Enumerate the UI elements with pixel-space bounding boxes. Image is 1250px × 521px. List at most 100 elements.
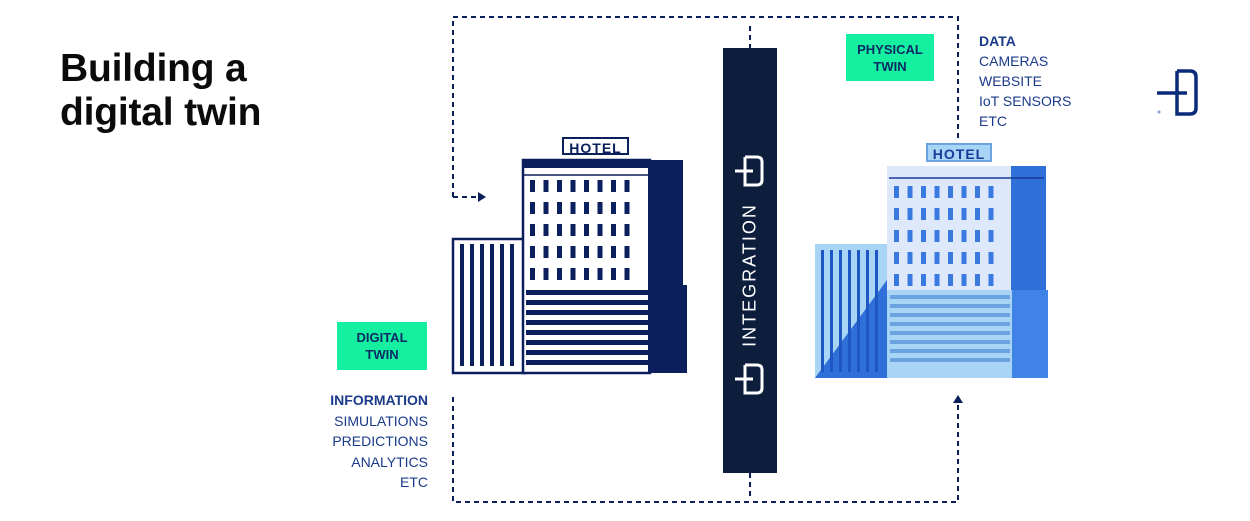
window (934, 186, 940, 198)
window (975, 208, 980, 220)
window (611, 224, 616, 236)
window (894, 208, 899, 220)
window (948, 230, 953, 242)
window (543, 202, 549, 214)
dashed-connector (452, 16, 959, 503)
window (530, 268, 535, 280)
window (907, 274, 913, 286)
integration-label: INTEGRATION (739, 203, 760, 347)
window (975, 186, 980, 198)
window (557, 224, 562, 236)
physical-twin-tag: PHYSICAL TWIN (846, 34, 934, 81)
hotel-sign-digital: HOTEL (562, 137, 629, 156)
window (543, 224, 549, 236)
window (584, 202, 589, 214)
information-heading: INFORMATION (330, 392, 428, 408)
data-item: ETC (979, 113, 1007, 129)
window (570, 224, 576, 236)
window (557, 180, 562, 192)
window (584, 180, 589, 192)
window (948, 274, 953, 286)
window (624, 224, 630, 236)
window (961, 186, 967, 198)
window (988, 230, 994, 242)
information-list: INFORMATION SIMULATIONS PREDICTIONS ANAL… (330, 390, 428, 493)
integration-logo-icon-bottom (735, 363, 764, 395)
window (988, 252, 994, 264)
window (894, 186, 899, 198)
page-title: Building a digital twin (60, 47, 261, 135)
window (570, 246, 576, 258)
physical-twin-tag-line-1: PHYSICAL (857, 41, 923, 57)
window (611, 180, 616, 192)
physical-twin-building (815, 166, 1048, 378)
window (597, 202, 603, 214)
title-line-1: Building a (60, 47, 247, 90)
window (975, 230, 980, 242)
window (961, 252, 967, 264)
window (597, 224, 603, 236)
data-item: IoT SENSORS (979, 93, 1072, 109)
window (894, 230, 899, 242)
window (961, 208, 967, 220)
window (921, 252, 926, 264)
window (543, 268, 549, 280)
data-item: CAMERAS (979, 53, 1049, 69)
window (557, 246, 562, 258)
window (530, 202, 535, 214)
window (584, 224, 589, 236)
window (624, 202, 630, 214)
integration-bar (723, 48, 777, 473)
title-line-2: digital twin (60, 91, 262, 134)
logo-icon (1157, 69, 1198, 116)
window (934, 274, 940, 286)
digital-twin-tag: DIGITAL TWIN (337, 322, 427, 370)
window (530, 180, 535, 192)
window (948, 186, 953, 198)
window (961, 274, 967, 286)
window (907, 208, 913, 220)
window (921, 230, 926, 242)
window (934, 230, 940, 242)
window (597, 268, 603, 280)
window (570, 180, 576, 192)
window (597, 180, 603, 192)
window (557, 202, 562, 214)
window (921, 186, 926, 198)
window (934, 252, 940, 264)
window (907, 186, 913, 198)
window (611, 246, 616, 258)
window (611, 268, 616, 280)
window (907, 252, 913, 264)
window (543, 180, 549, 192)
window (584, 246, 589, 258)
logo-dot (1157, 110, 1161, 114)
window (894, 252, 899, 264)
information-item: ANALYTICS (351, 453, 428, 470)
window (624, 268, 630, 280)
window (948, 252, 953, 264)
window (611, 202, 616, 214)
information-item: ETC (400, 474, 428, 490)
information-item: SIMULATIONS (334, 412, 428, 429)
window (570, 202, 576, 214)
window (894, 274, 899, 286)
window (961, 230, 967, 242)
window (543, 246, 549, 258)
window (921, 208, 926, 220)
hotel-sign-physical: HOTEL (926, 143, 992, 162)
window (934, 208, 940, 220)
window (988, 208, 994, 220)
window (975, 252, 980, 264)
window (907, 230, 913, 242)
window (624, 246, 630, 258)
digital-twin-tag-line-1: DIGITAL (356, 330, 408, 345)
arrow-up-icon (953, 395, 963, 403)
window (975, 274, 980, 286)
window (624, 180, 630, 192)
window (988, 274, 994, 286)
window (557, 268, 562, 280)
information-item: PREDICTIONS (332, 433, 428, 449)
digital-twin-building (451, 158, 687, 375)
